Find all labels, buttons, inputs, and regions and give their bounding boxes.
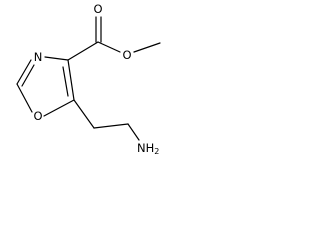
bond-ch2-ch2 [93, 123, 129, 129]
bond-carbonyl-ester-o [97, 41, 121, 53]
ester-oxygen-label: O [122, 48, 131, 62]
bond-c4-c5-double [62, 66, 69, 97]
bond-c5-o1 [43, 99, 75, 117]
bond-n3-c4 [44, 56, 69, 61]
bond-o1-c2 [16, 83, 33, 113]
aminoethyl-chain [73, 99, 140, 141]
bond-c4-carbonyl [67, 41, 99, 61]
methyl-ester-group [67, 16, 161, 61]
bond-ester-o-methyl [133, 42, 161, 53]
structural-formula: N O O O NH2 [16, 2, 161, 156]
oxazole-ring [16, 56, 75, 117]
bond-c5-ch2 [73, 99, 95, 129]
bond-c4-c5 [67, 59, 75, 101]
amine-group-label: NH2 [137, 141, 159, 156]
carbonyl-oxygen-label: O [93, 2, 102, 16]
ring-nitrogen-label: N [34, 50, 43, 64]
bond-ch2-nh2 [127, 123, 140, 141]
bond-c2-n3 [16, 59, 32, 85]
ring-oxygen-label: O [33, 109, 42, 123]
bond-c2-n3-double [21, 64, 35, 87]
